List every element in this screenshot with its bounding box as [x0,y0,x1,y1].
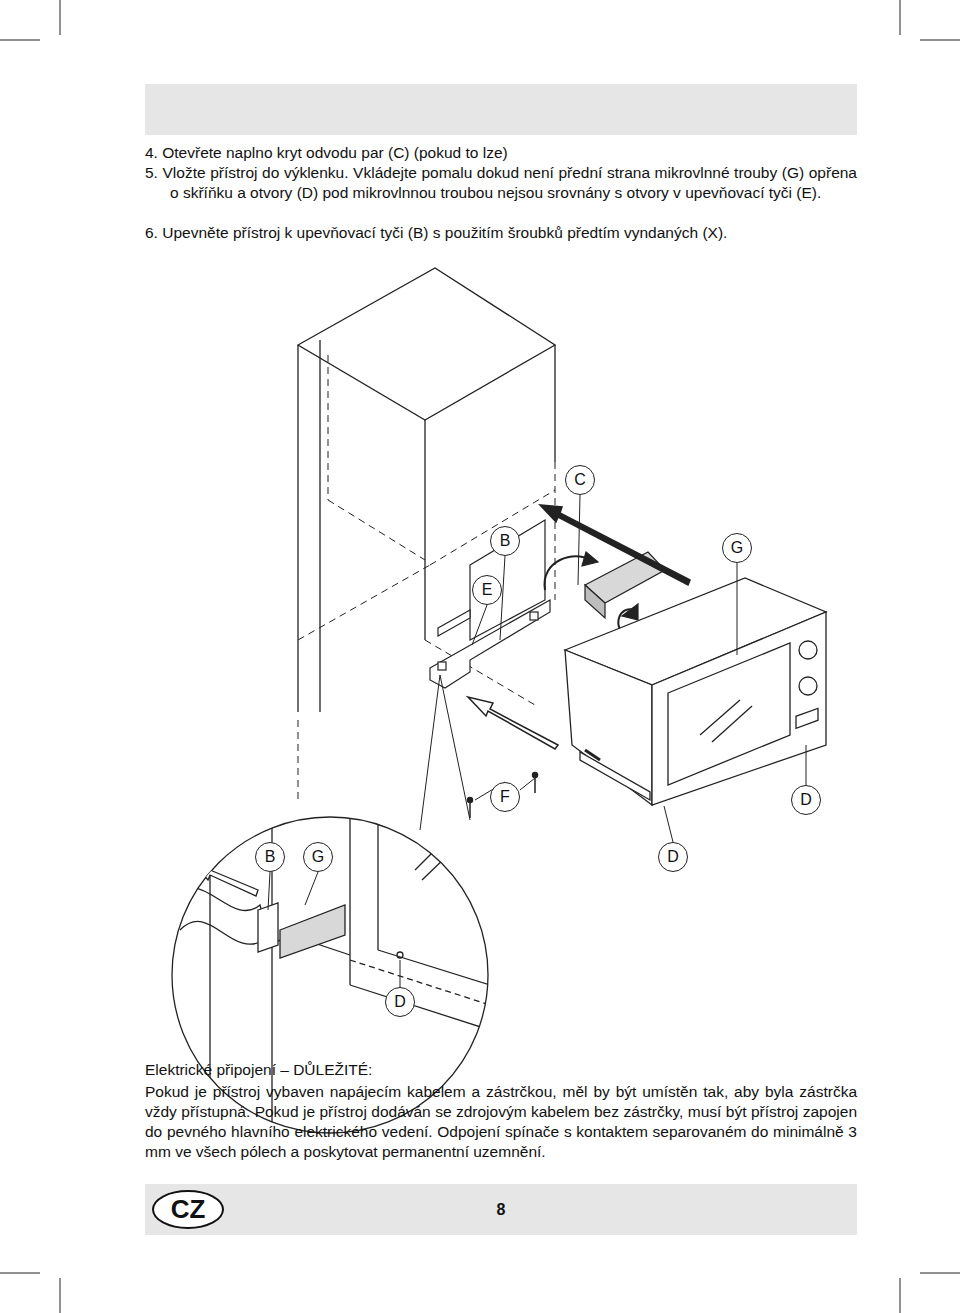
callout-circle: F [490,782,520,812]
callout-letter: C [574,471,586,489]
instruction-step: 5. Vložte přístroj do výklenku. Vkládejt… [145,163,857,203]
screws [468,773,538,819]
callout-letter: G [312,848,324,866]
instruction-step: 4. Otevřete naplno kryt odvodu par (C) (… [145,143,857,163]
microwave [565,578,826,805]
callout-letter: D [667,848,679,866]
callout-letter: F [500,788,510,806]
callout-circle: B [490,526,520,556]
callout-letter: D [800,791,812,809]
language-badge: CZ [152,1190,224,1229]
callout-letter: B [500,532,511,550]
callout-circle: E [472,575,502,605]
page-number: 8 [497,1201,506,1219]
section-heading: Elektrické připojení – DŮLEŽITÉ: [145,1060,857,1080]
callout-circle: D [658,842,688,872]
note-paragraph: Pokud je přístroj vybaven napájecím kabe… [145,1082,857,1162]
callout-circle: D [791,785,821,815]
cabinet [298,268,555,712]
callout-circle: G [303,842,333,872]
callout-circle: B [255,842,285,872]
callout-letter: D [394,993,406,1011]
leader-lines [420,495,806,842]
mounting-bar [430,520,550,688]
callout-letter: B [265,848,276,866]
callout-letter: E [482,581,493,599]
footer-band: 8 CZ [145,1184,857,1235]
header-bar [145,84,857,135]
language-code: CZ [171,1194,206,1225]
instruction-step: 6. Upevněte přístroj k upevňovací tyči (… [145,223,857,243]
callout-circle: C [565,465,595,495]
hidden-edges [298,355,555,800]
callout-letter: G [731,539,743,557]
callout-circle: G [722,533,752,563]
callout-circle: D [385,987,415,1017]
